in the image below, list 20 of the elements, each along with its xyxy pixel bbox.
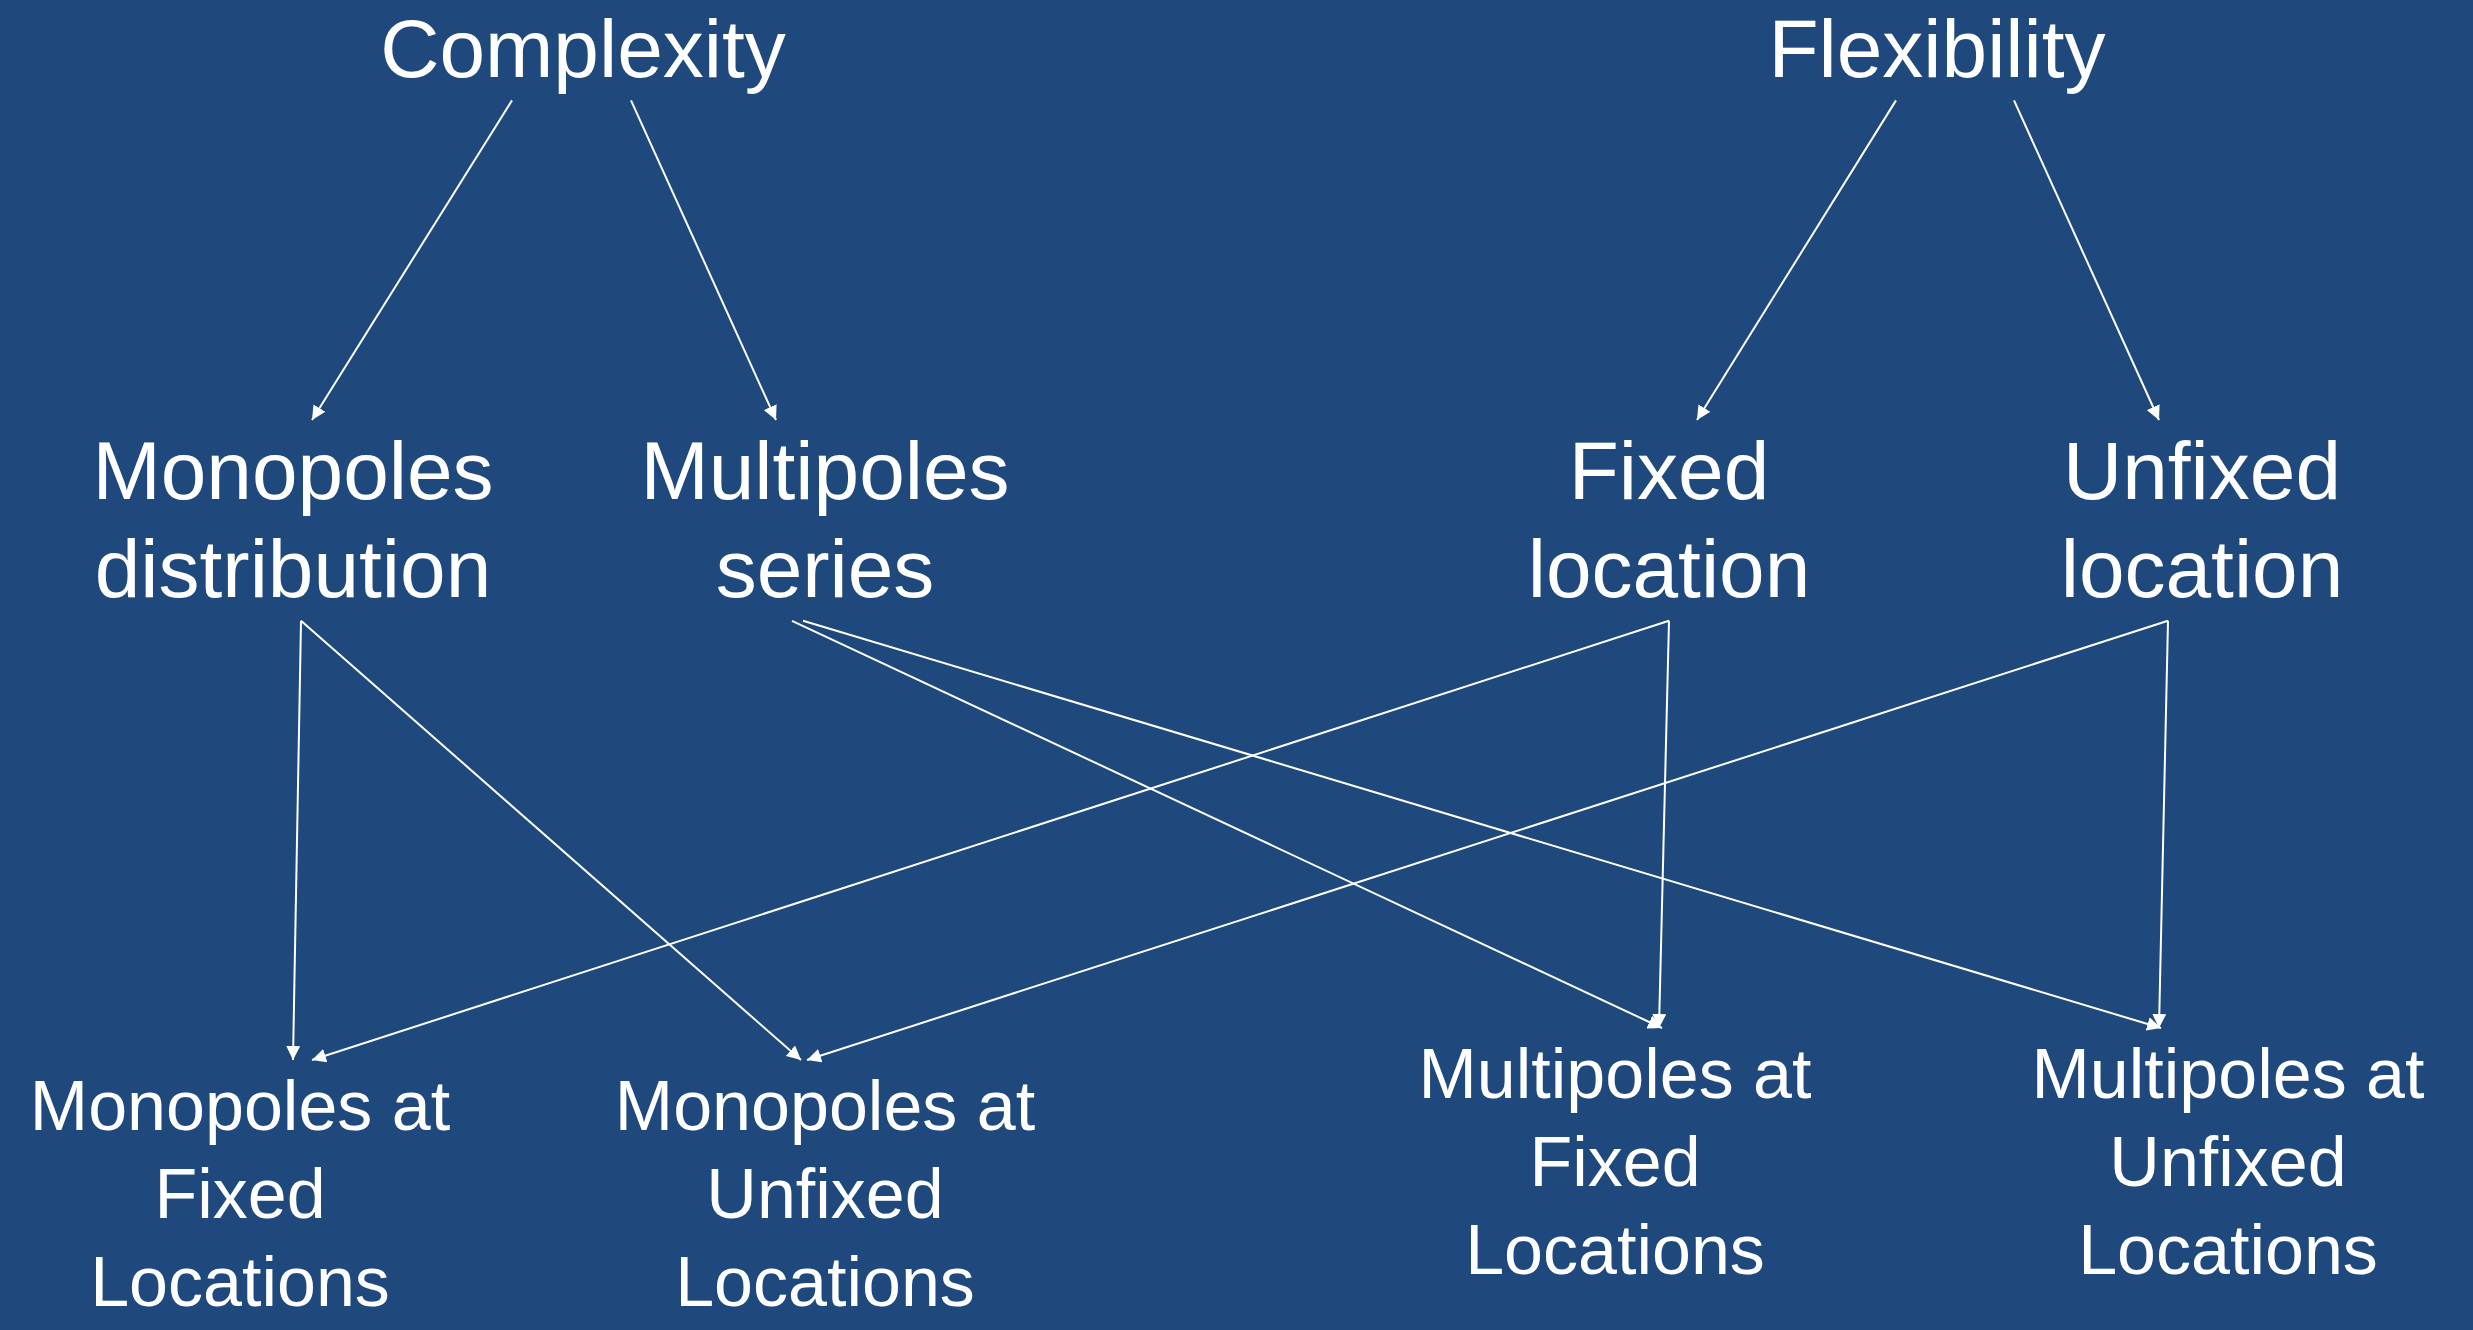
node-label: Unfixed location — [2059, 424, 2345, 617]
arrow — [791, 619, 1663, 1029]
arrow — [286, 619, 302, 1061]
arrow — [2013, 99, 2160, 421]
arrow — [2152, 619, 2169, 1029]
node-label: Multipoles at Fixed Locations — [1417, 1034, 1813, 1292]
arrow — [311, 619, 1670, 1063]
node-label: Fixed location — [1526, 424, 1812, 617]
node-label: Multipoles series — [639, 424, 1011, 617]
node-label: Monopoles at Unfixed Locations — [613, 1066, 1037, 1324]
node-label: Monopoles distribution — [91, 424, 495, 617]
arrow — [300, 619, 802, 1061]
node-label: Complexity — [379, 2, 787, 96]
arrow — [1696, 99, 1897, 421]
node-label: Multipoles at Unfixed Locations — [2030, 1034, 2426, 1292]
node-label: Flexibility — [1767, 2, 2107, 96]
arrow — [311, 99, 513, 421]
arrow — [1652, 619, 1670, 1029]
node-label: Monopoles at Fixed Locations — [28, 1066, 452, 1324]
arrow — [630, 99, 777, 421]
